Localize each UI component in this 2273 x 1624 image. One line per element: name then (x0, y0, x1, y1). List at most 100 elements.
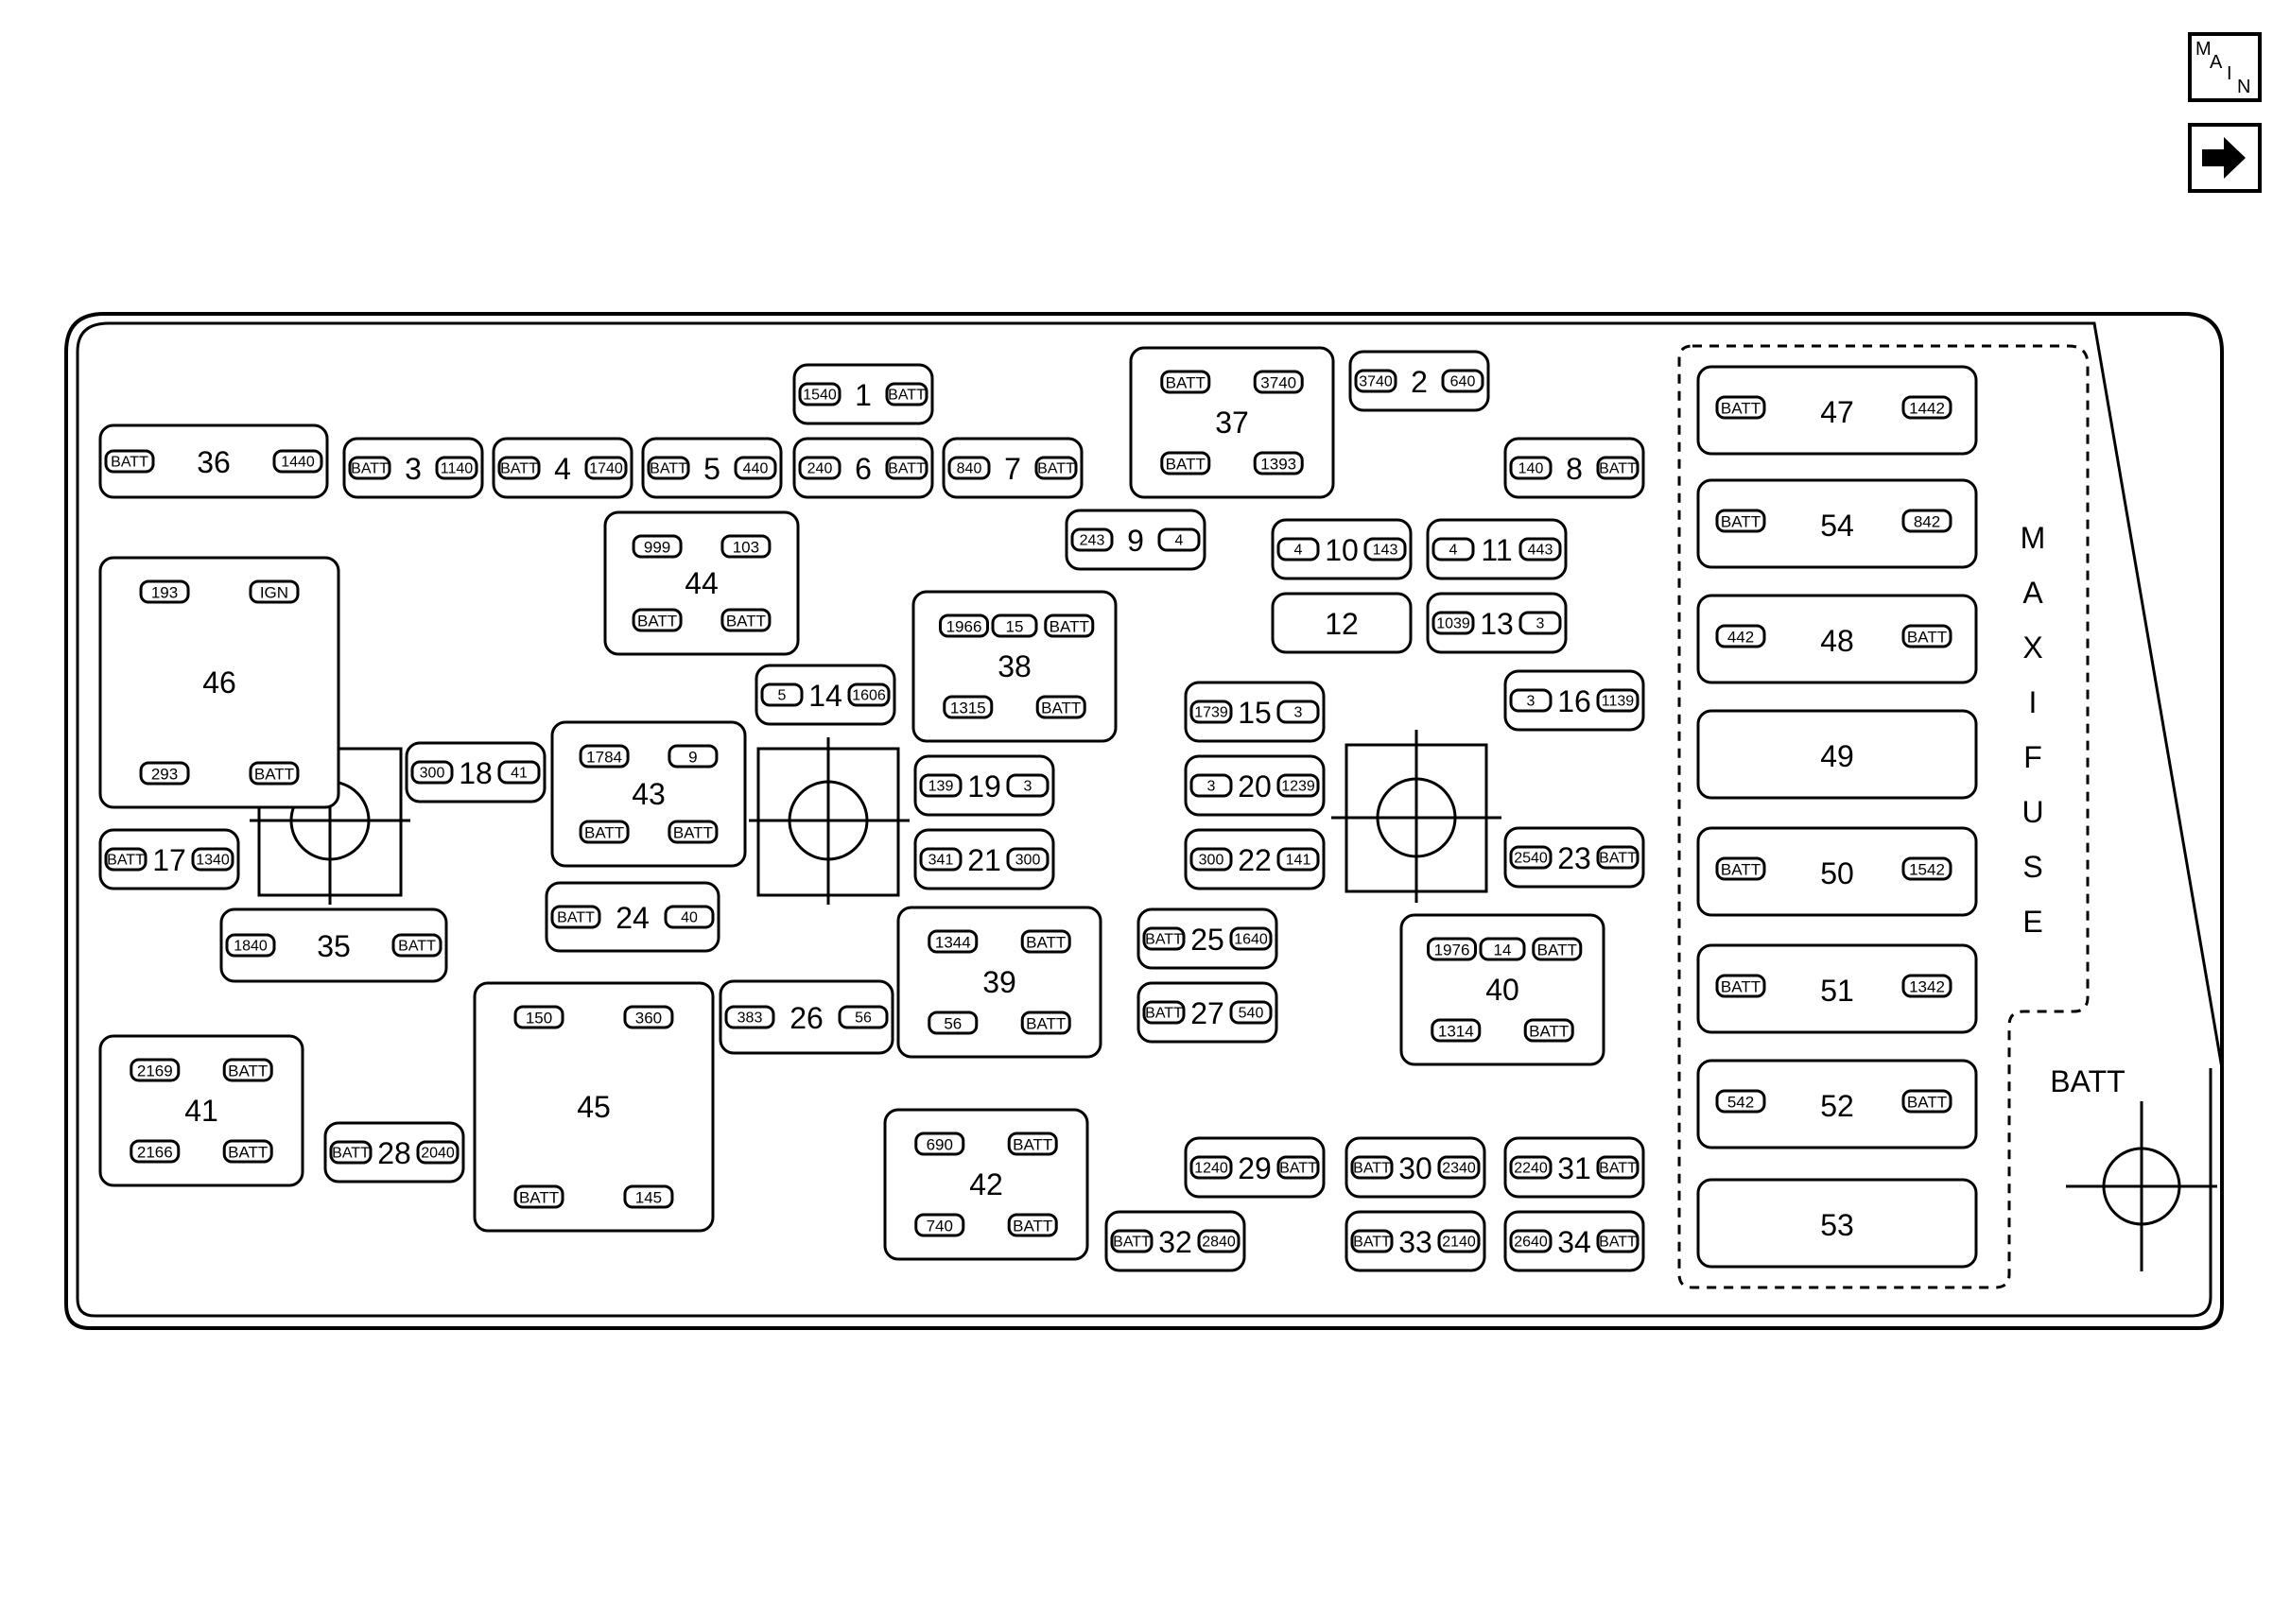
terminal-pin: BATT (497, 456, 541, 480)
terminal-pin: BATT (1020, 1011, 1071, 1035)
maxi-fuse-49[interactable]: 49 (1696, 709, 1978, 800)
terminal-pin-label: 193 (151, 584, 178, 602)
terminal-pin-label: 1139 (1602, 694, 1635, 710)
terminal-pin-label: BATT (228, 1063, 268, 1080)
maxifuse-letter: F (2023, 740, 2042, 774)
fuse-number: 36 (197, 445, 231, 479)
terminal-pin: 1039 (1431, 611, 1475, 635)
terminal-pin: 140 (1509, 456, 1553, 480)
fuse-number: 19 (967, 769, 1001, 803)
terminal-pin-label: 1739 (1194, 705, 1228, 721)
terminal-pin: 740 (914, 1213, 965, 1237)
terminal-pin-label: BATT (1907, 629, 1947, 647)
terminal-pin: 341 (919, 847, 963, 872)
main-menu-button[interactable]: M A I N (2188, 32, 2262, 102)
terminal-pin-label: 300 (1015, 853, 1041, 869)
maxifuse-label: M A X I F U S E (2021, 521, 2046, 939)
terminal-pin: BATT (1007, 1213, 1058, 1237)
terminal-pin-label: BATT (332, 1146, 370, 1162)
fuse-number: 14 (808, 679, 842, 713)
next-page-button[interactable] (2188, 123, 2262, 193)
maxi-fuse-number: 48 (1820, 624, 1854, 658)
fuse-12[interactable]: 12 (1271, 592, 1413, 654)
terminal-pin: BATT (391, 933, 442, 958)
terminal-pin: 56 (928, 1011, 979, 1035)
terminal-pin: 1739 (1189, 700, 1233, 724)
terminal-pin-label: 41 (511, 766, 528, 782)
terminal-pin-label: 1039 (1436, 616, 1470, 632)
terminal-pin-label: 1239 (1281, 779, 1315, 795)
terminal-pin: BATT (885, 382, 928, 406)
terminal-pin: BATT (668, 820, 719, 844)
terminal-pin-label: 293 (151, 766, 178, 784)
terminal-pin-label: BATT (1599, 851, 1637, 867)
terminal-pin-label: 1393 (1260, 456, 1296, 474)
terminal-pin: BATT (550, 905, 601, 929)
terminal-pin: 1393 (1253, 451, 1304, 475)
fuse-21[interactable]: 341 300 21 (913, 828, 1055, 890)
maxi-fuse-number: 49 (1820, 739, 1854, 773)
terminal-pin: 2340 (1437, 1155, 1481, 1180)
maxi-fuse-53[interactable]: 53 (1696, 1178, 1978, 1269)
terminal-pin-label: 360 (635, 1010, 662, 1028)
fuse-number: 21 (967, 843, 1001, 877)
terminal-pin: BATT (329, 1140, 373, 1165)
relay-number: 42 (969, 1167, 1003, 1201)
terminal-pin-label: BATT (1166, 374, 1206, 392)
terminal-pin: 243 (1070, 527, 1114, 552)
terminal-pin-label: BATT (1529, 1023, 1569, 1041)
terminal-pin-label: BATT (1037, 461, 1075, 477)
